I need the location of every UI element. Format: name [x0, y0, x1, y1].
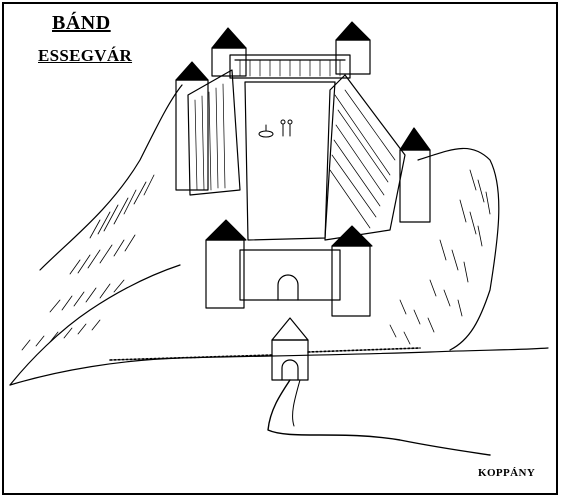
palisade [109, 347, 421, 361]
courtyard [244, 81, 336, 241]
west-wall [187, 69, 241, 196]
tower-nw [211, 27, 247, 77]
tower-e [399, 127, 431, 223]
tower-sw [205, 219, 247, 309]
tower-w [175, 61, 209, 191]
drawing-frame [2, 2, 558, 495]
road [267, 379, 491, 456]
road-inner [292, 379, 301, 427]
page-subtitle: ESSEGVÁR [38, 46, 133, 65]
wall-hatching [194, 59, 396, 229]
right-slope-hatching [389, 169, 491, 345]
tower-ne [335, 21, 371, 75]
tower-se [331, 225, 373, 317]
north-wall [229, 54, 351, 79]
hill-base [9, 347, 549, 386]
courtyard-figures [258, 119, 293, 138]
left-slope-hatching [21, 174, 155, 351]
gate-arch [277, 274, 299, 301]
hill-outline-right [417, 147, 500, 351]
hill-left-slope [9, 264, 181, 386]
page-title: BÁND [52, 12, 111, 34]
south-wall [239, 249, 341, 301]
hill-outline [39, 84, 183, 271]
artist-signature: KOPPÁNY [478, 467, 536, 479]
gatehouse [271, 317, 309, 381]
